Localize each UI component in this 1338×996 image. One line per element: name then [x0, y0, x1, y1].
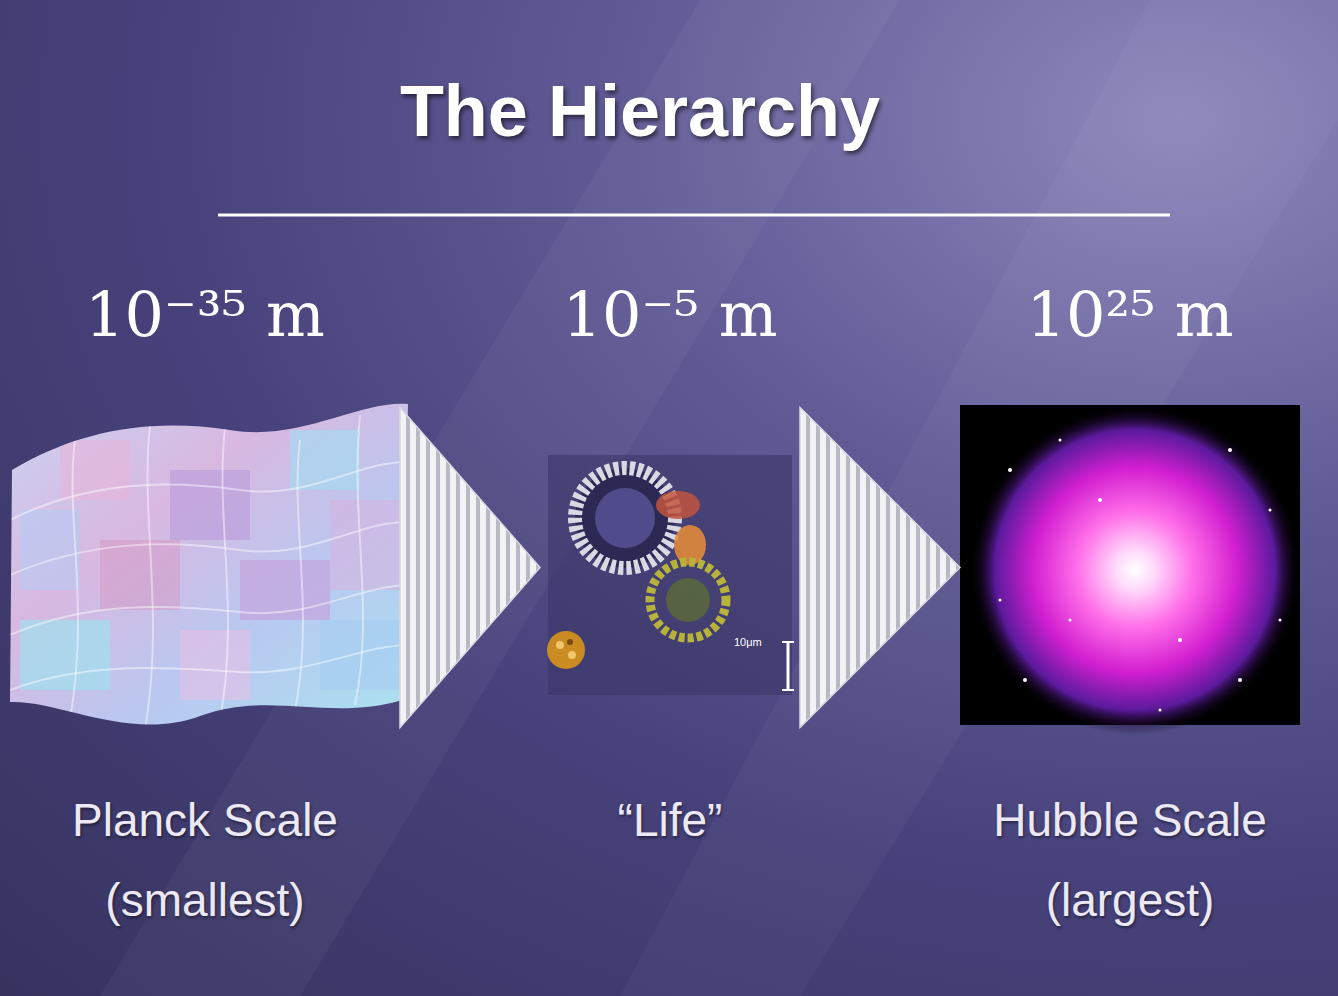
cell-organelle — [656, 491, 700, 519]
small-cell-dot — [568, 651, 576, 659]
sheet-tile — [170, 470, 250, 540]
scale-value: 10⁻⁵ m — [540, 275, 800, 355]
universe-illustration — [960, 405, 1300, 735]
sheet-tile — [20, 510, 80, 590]
grid-line — [295, 440, 303, 710]
star — [1228, 448, 1232, 452]
grid-line — [220, 428, 228, 720]
scale-panel: 10⁻³⁵ mPlanck Scale (smallest) — [10, 400, 400, 730]
sheet-tile — [180, 630, 250, 700]
scale-arrow — [800, 408, 960, 728]
cell-nucleus — [666, 578, 710, 622]
star — [1069, 619, 1072, 622]
sheet-tile — [330, 500, 400, 590]
scale-bar-label: 10μm — [734, 635, 762, 649]
grid-line — [355, 415, 363, 705]
grid-line — [10, 522, 410, 575]
diagram-title: The Hierarchy — [290, 66, 990, 156]
grid-line — [10, 585, 410, 635]
cell-illustration — [547, 455, 794, 695]
scale-value: 10²⁵ m — [960, 275, 1300, 355]
sheet-surface — [10, 404, 408, 725]
sheet-grid — [10, 415, 410, 730]
star — [1178, 638, 1182, 642]
scale-caption: Hubble Scale (largest) — [960, 780, 1300, 940]
scale-bar — [787, 642, 790, 690]
scale-value: 10⁻³⁵ m — [10, 275, 400, 355]
star — [1059, 439, 1062, 442]
scale-arrow — [400, 408, 540, 728]
star — [1008, 468, 1012, 472]
scale-caption: “Life” — [540, 780, 800, 860]
cell-nucleus — [595, 488, 655, 548]
grid-line — [70, 440, 78, 720]
cell-ring — [650, 562, 726, 638]
star — [1269, 509, 1272, 512]
cell-backdrop — [548, 455, 792, 695]
scale-caption: Planck Scale (smallest) — [10, 780, 400, 940]
star — [1279, 619, 1282, 622]
small-cell — [547, 631, 585, 669]
star — [1159, 709, 1162, 712]
scale-panel: 10²⁵ mHubble Scale (largest) — [960, 405, 1300, 725]
star — [1023, 678, 1027, 682]
sheet-tile — [20, 620, 110, 690]
scale-bar-cap — [782, 641, 794, 643]
star — [1238, 678, 1242, 682]
star — [1098, 498, 1102, 502]
spacetime-sheet — [10, 404, 410, 730]
grid-line — [145, 425, 153, 730]
sheet-tiles — [10, 415, 410, 730]
cell-ring — [575, 468, 675, 568]
scale-panel: 10⁻⁵ m“Life” — [540, 440, 800, 700]
grid-line — [10, 645, 410, 690]
scale-bar-cap — [782, 689, 794, 691]
sheet-tile — [100, 540, 180, 610]
universe-glow — [970, 405, 1300, 735]
small-cell-dot — [567, 639, 573, 645]
star — [999, 599, 1002, 602]
stars — [999, 439, 1282, 712]
small-cell-dot — [556, 641, 564, 649]
grid-line — [10, 462, 410, 520]
title-rule — [218, 214, 1170, 217]
